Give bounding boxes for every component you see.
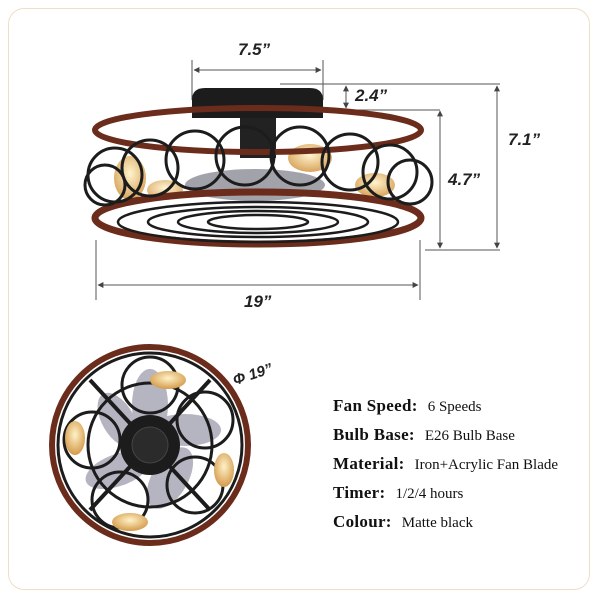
top-width-label: 7.5” <box>238 40 271 59</box>
spec-key: Timer: <box>333 483 386 502</box>
spec-value: Iron+Acrylic Fan Blade <box>414 457 559 473</box>
image-border <box>8 8 590 590</box>
diameter-label: 19” <box>244 292 272 311</box>
spec-bulb-base: Bulb Base: E26 Bulb Base <box>333 425 515 445</box>
spec-fan-speed: Fan Speed: 6 Speeds <box>333 396 481 416</box>
fan-side-view <box>83 88 434 248</box>
spec-key: Fan Speed: <box>333 396 418 415</box>
spec-key: Colour: <box>333 512 392 531</box>
fan-bottom-view <box>49 344 251 546</box>
spec-key: Bulb Base: <box>333 425 415 444</box>
spec-timer: Timer: 1/2/4 hours <box>333 483 463 503</box>
spec-value: 1/2/4 hours <box>395 486 464 502</box>
spec-value: 6 Speeds <box>427 399 482 415</box>
canopy-height-label: 2.4” <box>355 86 388 105</box>
total-height-label: 7.1” <box>508 130 541 149</box>
spec-key: Material: <box>333 454 405 473</box>
spec-colour: Colour: Matte black <box>333 512 473 532</box>
spec-value: Matte black <box>401 515 473 531</box>
spec-value: E26 Bulb Base <box>424 428 515 444</box>
body-height-label: 4.7” <box>448 170 481 189</box>
spec-material: Material: Iron+Acrylic Fan Blade <box>333 454 558 474</box>
